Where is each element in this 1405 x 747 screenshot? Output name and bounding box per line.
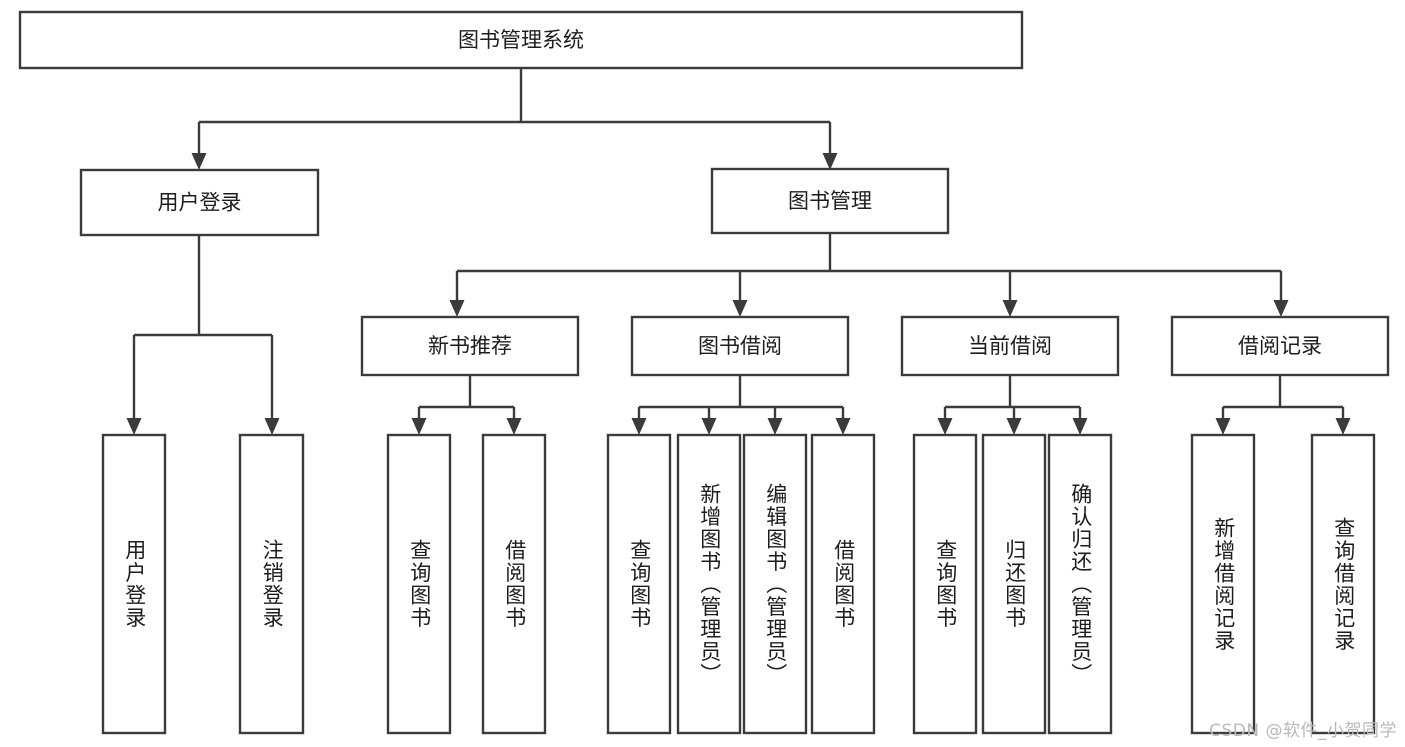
- node-level3-3[interactable]: [1170, 315, 1390, 377]
- arrow-head-icon: [449, 300, 465, 317]
- arrow-head-icon: [1002, 300, 1018, 317]
- node-leaf-6[interactable]: [742, 433, 808, 735]
- node-level2-label-1: 图书管理: [788, 189, 872, 213]
- node-level3-1[interactable]: [630, 315, 850, 377]
- arrow-head-icon: [822, 153, 838, 170]
- node-leaf-0[interactable]: [101, 433, 167, 735]
- node-level3-label-3: 借阅记录: [1238, 334, 1322, 358]
- node-level3-0[interactable]: [360, 315, 580, 377]
- node-root-label: 图书管理系统: [458, 28, 584, 52]
- arrow-head-icon: [1335, 418, 1351, 435]
- arrow-head-icon: [701, 418, 717, 435]
- connector-edges-layer: [126, 68, 1351, 435]
- arrow-head-icon: [767, 418, 783, 435]
- node-leaf-4[interactable]: [606, 433, 672, 735]
- node-level3-label-0: 新书推荐: [428, 334, 512, 358]
- arrow-head-icon: [506, 418, 522, 435]
- node-leaf-1[interactable]: [238, 433, 305, 735]
- node-leaf-5[interactable]: [676, 433, 742, 735]
- node-level3-label-2: 当前借阅: [968, 334, 1052, 358]
- node-leaf-9[interactable]: [981, 433, 1047, 735]
- arrow-head-icon: [1072, 418, 1088, 435]
- arrow-head-icon: [126, 418, 142, 435]
- node-level2-label-0: 用户登录: [158, 191, 242, 215]
- node-boxes-layer: [18, 10, 1390, 735]
- arrow-head-icon: [191, 153, 207, 170]
- arrow-head-icon: [1215, 418, 1231, 435]
- node-leaf-3[interactable]: [481, 433, 547, 735]
- arrow-head-icon: [937, 418, 953, 435]
- node-leaf-8[interactable]: [912, 433, 978, 735]
- arrow-head-icon: [1273, 300, 1289, 317]
- arrow-head-icon: [1006, 418, 1022, 435]
- watermark-text: CSDN @软件_小贺同学: [1209, 721, 1397, 741]
- node-root[interactable]: [18, 10, 1024, 70]
- node-level3-2[interactable]: [900, 315, 1120, 377]
- node-leaf-7[interactable]: [810, 433, 876, 735]
- arrow-head-icon: [835, 418, 851, 435]
- arrow-head-icon: [732, 300, 748, 317]
- node-level3-label-1: 图书借阅: [698, 334, 782, 358]
- node-level2-0[interactable]: [79, 168, 320, 237]
- node-level2-1[interactable]: [710, 167, 950, 235]
- arrow-head-icon: [264, 418, 280, 435]
- node-leaf-12[interactable]: [1310, 433, 1376, 735]
- node-leaf-11[interactable]: [1190, 433, 1256, 735]
- arrow-head-icon: [411, 418, 427, 435]
- node-leaf-2[interactable]: [386, 433, 452, 735]
- arrow-head-icon: [631, 418, 647, 435]
- node-leaf-10[interactable]: [1047, 433, 1113, 735]
